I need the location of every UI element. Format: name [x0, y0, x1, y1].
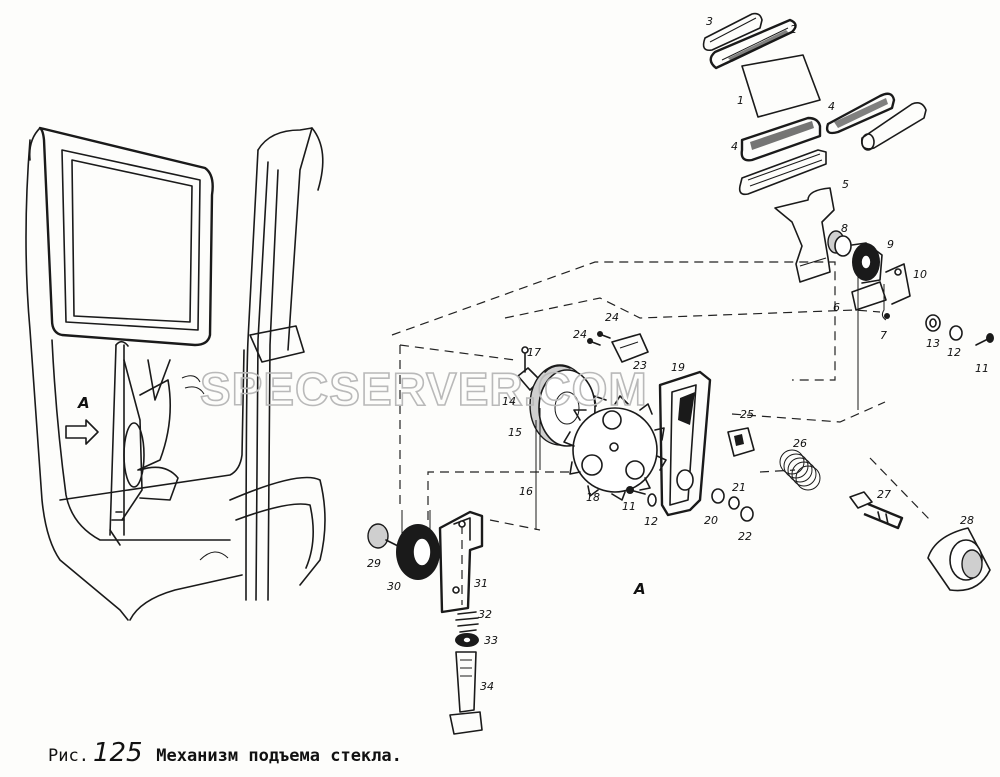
callout-16: 16	[519, 485, 533, 498]
callout-27: 27	[877, 488, 891, 501]
callout-12-repeat: 12	[644, 515, 658, 528]
caption-title: Механизм подъема стекла.	[156, 746, 402, 766]
view-letter-detail: A	[633, 580, 646, 598]
callout-6: 6	[833, 301, 840, 314]
callout-1: 1	[737, 94, 744, 107]
callout-4: 4	[731, 140, 738, 153]
callout-24: 24	[573, 328, 587, 341]
callout-25: 25	[740, 408, 754, 421]
callout-18: 18	[586, 491, 600, 504]
callout-21: 21	[732, 481, 746, 494]
callout-26: 26	[793, 437, 807, 450]
callout-labels: 1 2 3 4 5 6 7 8 9 10 11 12 13 14 15 16 1…	[367, 15, 989, 693]
callout-22: 22	[738, 530, 752, 543]
callout-23: 23	[633, 359, 647, 372]
callout-9: 9	[887, 238, 894, 251]
callout-3: 3	[706, 15, 713, 28]
callout-14: 14	[502, 395, 516, 408]
callout-7: 7	[880, 329, 887, 342]
callout-10: 10	[913, 268, 927, 281]
callout-12: 12	[947, 346, 961, 359]
callout-13: 13	[926, 337, 940, 350]
callout-20: 20	[704, 514, 718, 527]
callout-32: 32	[478, 608, 492, 621]
seal-parts-top	[702, 12, 927, 196]
callout-30: 30	[387, 580, 401, 593]
callout-11-repeat: 11	[622, 500, 636, 513]
assembly-dash-lines	[391, 261, 931, 605]
callout-17: 17	[527, 346, 541, 359]
figure-caption: Рис.125 Механизм подъема стекла.	[48, 738, 402, 768]
truck-door	[25, 126, 326, 621]
spring-and-connector	[779, 449, 991, 592]
regulator-drum-assembly	[517, 331, 755, 530]
view-letter-door: A	[77, 394, 90, 412]
callout-24-repeat: 24	[605, 311, 619, 324]
upper-bracket-assembly	[774, 187, 994, 410]
watermark-text: SPECSERVER.COM	[200, 363, 648, 415]
callout-2: 2	[790, 23, 797, 36]
callout-11: 11	[975, 362, 989, 375]
callout-4-repeat: 4	[828, 100, 835, 113]
sprocket-gear	[563, 395, 667, 501]
callout-5: 5	[842, 178, 849, 191]
lower-pulley-assembly	[367, 510, 484, 735]
callout-29: 29	[367, 557, 381, 570]
callout-34: 34	[480, 680, 494, 693]
callout-28: 28	[960, 514, 974, 527]
callout-19: 19	[671, 361, 685, 374]
caption-figure-number: 125	[92, 738, 143, 768]
caption-prefix: Рис.	[48, 746, 89, 766]
callout-31: 31	[474, 577, 488, 590]
callout-8: 8	[841, 222, 848, 235]
callout-33: 33	[484, 634, 498, 647]
callout-15: 15	[508, 426, 522, 439]
